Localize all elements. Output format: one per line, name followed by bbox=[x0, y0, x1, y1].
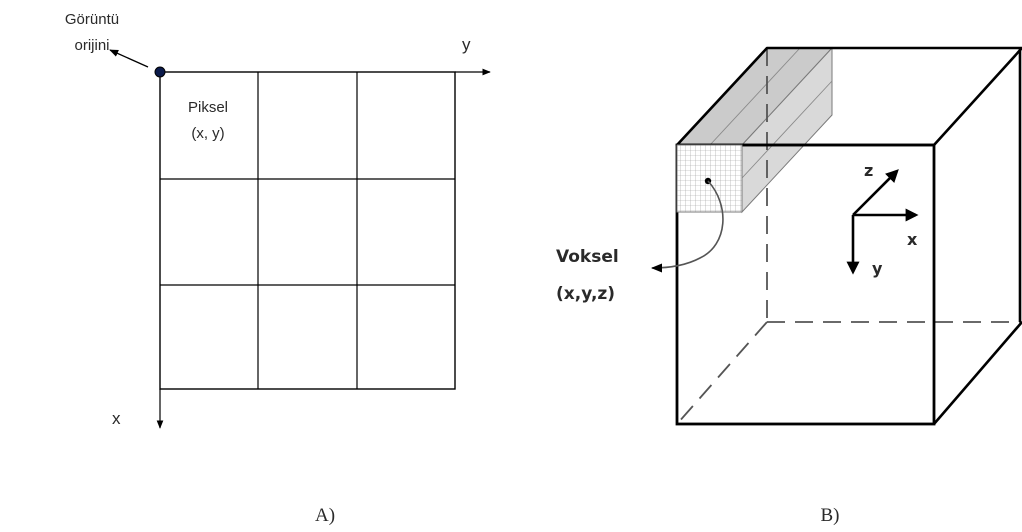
axis-y-label: y bbox=[462, 35, 471, 54]
triad-z-arrow bbox=[852, 169, 899, 216]
voxel-arrow bbox=[650, 180, 724, 273]
origin-label-line1: Görüntü bbox=[65, 11, 119, 28]
origin-arrow bbox=[109, 49, 149, 68]
voxel-label-line1: Voksel bbox=[556, 247, 619, 267]
triad-z-label: z bbox=[864, 161, 873, 180]
origin-label-line2: orijini bbox=[74, 37, 109, 54]
origin-dot bbox=[154, 66, 166, 78]
panel-b: Voksel (x,y,z) x y z B) bbox=[556, 46, 1022, 526]
pixel-grid-frame bbox=[159, 71, 456, 390]
voxel-column-seam-2 bbox=[741, 80, 833, 179]
panel-a: Görüntü orijini y x Piksel (x, y) A) bbox=[65, 11, 491, 526]
voxel-column-seam bbox=[709, 47, 801, 146]
pixel-label-line1: Piksel bbox=[188, 99, 228, 116]
hidden-edge-depth bbox=[676, 321, 768, 425]
triad-y-label: y bbox=[872, 259, 883, 278]
cube-right-bottom-edge bbox=[933, 321, 1022, 425]
caption-b: B) bbox=[821, 505, 840, 526]
axis-x-label: x bbox=[112, 409, 121, 428]
cube-front-face bbox=[675, 143, 936, 426]
pixel-label-line2: (x, y) bbox=[191, 125, 224, 142]
caption-a: A) bbox=[315, 505, 335, 526]
triad-x-label: x bbox=[907, 230, 918, 249]
voxel-label-line2: (x,y,z) bbox=[556, 284, 615, 304]
